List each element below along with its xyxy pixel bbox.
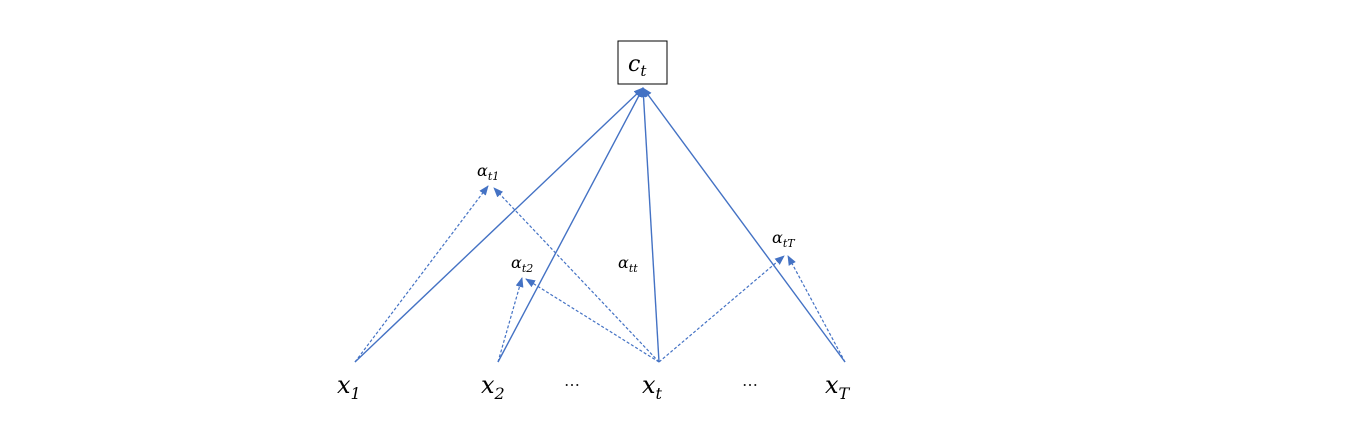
context-vector-node: ct (617, 40, 668, 85)
edge-x2-to-ct (497, 87, 644, 363)
ellipsis-right: … (742, 371, 758, 390)
input-x1-label: x1 (337, 371, 361, 403)
alpha-tT-label: αtT (772, 228, 796, 250)
input-x2-label: x2 (481, 371, 505, 403)
edge-xT-to-alpha-tT (787, 255, 846, 363)
edge-xt-to-alpha-tT (658, 255, 785, 363)
ellipsis-left: … (564, 371, 580, 390)
input-xt-label: xt (642, 371, 663, 403)
context-vector-label: ct (628, 52, 647, 80)
edge-xt-to-alpha-t2 (525, 278, 660, 363)
input-xT-label: xT (825, 371, 851, 403)
alpha-t1-label: αt1 (477, 161, 499, 183)
edge-x1-to-ct (354, 87, 644, 363)
edge-xt-to-ct (639, 87, 660, 363)
edge-x1-to-alpha-t1 (354, 185, 489, 363)
context-vector-box (617, 40, 668, 85)
edge-x2-to-alpha-t2 (497, 277, 524, 363)
alpha-t2-label: αt2 (511, 253, 533, 275)
edge-xT-to-ct (642, 87, 846, 363)
alpha-tt-label: αtt (618, 253, 638, 275)
